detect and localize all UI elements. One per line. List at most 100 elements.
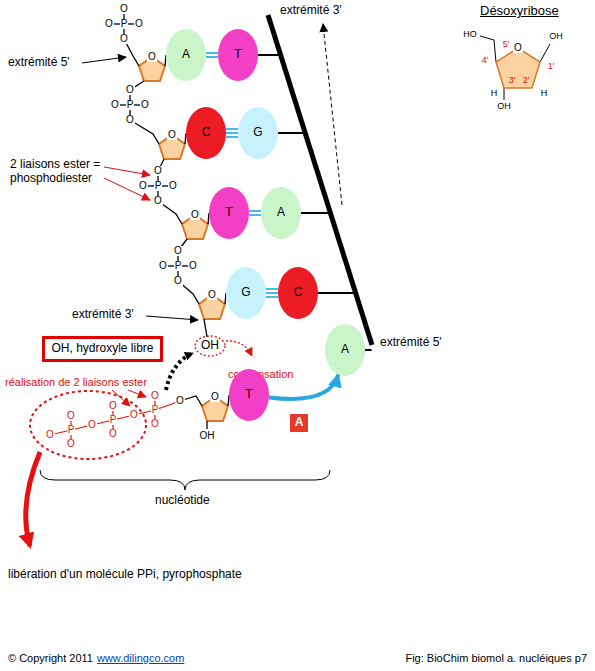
atom-symbol: O	[108, 429, 118, 439]
atom-symbol: O	[173, 276, 183, 286]
base-tick	[318, 292, 354, 294]
base-ellipse: C	[186, 107, 226, 159]
atom-symbol: 4'	[482, 55, 489, 65]
atom-symbol: O	[167, 130, 177, 140]
base-tick	[301, 212, 328, 214]
atom-symbol: O	[168, 181, 178, 191]
atom-symbol: OH	[497, 101, 511, 111]
atom-symbol: O	[150, 391, 160, 401]
base-ellipse: T	[218, 29, 258, 81]
atom-symbol: O	[138, 181, 148, 191]
node-text: A	[295, 416, 304, 430]
atom-symbol: O	[87, 420, 97, 430]
node-text: G	[241, 286, 250, 300]
base-ellipse: A	[325, 324, 365, 376]
node-text: T	[234, 48, 241, 62]
hydroxyl-box: OH, hydroxyle libre	[42, 336, 163, 362]
atom-symbol: O	[150, 419, 160, 429]
ellipse-fill	[166, 29, 206, 81]
base-tick	[278, 132, 303, 134]
atom-symbol: O	[104, 19, 114, 29]
ellipse-fill	[229, 369, 269, 421]
atom-symbol: O	[119, 34, 129, 44]
glycosidic-bond	[208, 213, 209, 224]
node-text: G	[253, 126, 262, 140]
nucleotide-brace	[40, 470, 330, 490]
atom-symbol: O	[207, 290, 217, 300]
atom-symbol: P	[109, 415, 118, 425]
atom-symbol: O	[153, 166, 163, 176]
release-arrow	[26, 452, 40, 546]
annotation-label: réalisation de 2 liaisons ester	[5, 376, 147, 389]
bond-line	[266, 288, 278, 290]
atom-symbol: H	[541, 88, 548, 98]
base-ellipse: A	[261, 187, 301, 239]
atom-symbol: O	[147, 52, 157, 62]
atom-symbol: P	[126, 100, 135, 110]
node-text: A	[277, 206, 285, 220]
base-tick	[258, 54, 279, 56]
atom-symbol: O	[210, 392, 220, 402]
inset-bond	[504, 88, 505, 100]
node-text: T	[225, 206, 232, 220]
atom-symbol: 3'	[509, 75, 516, 85]
atom-symbol: O	[125, 85, 135, 95]
node-text: A	[182, 48, 190, 62]
atom-symbol: O	[153, 196, 163, 206]
atom-symbol: H	[491, 88, 498, 98]
atom-symbol: O	[173, 246, 183, 256]
annotation-label: © Copyright 2011	[8, 652, 93, 665]
base-ellipse: C	[278, 267, 318, 319]
atom-symbol: O	[66, 411, 76, 421]
atom-symbol: O	[129, 410, 139, 420]
annotation-label: Désoxyribose	[480, 4, 559, 19]
leader-line	[146, 316, 198, 320]
ellipse-fill	[218, 29, 258, 81]
annotation-label: nucléotide	[155, 494, 210, 508]
atom-symbol: OH	[549, 31, 563, 41]
atom-symbol: O	[110, 100, 120, 110]
atom-symbol: P	[67, 425, 76, 435]
annotation-label: extrémité 5'	[380, 336, 442, 350]
ester-bond	[204, 319, 207, 337]
atom-symbol: O	[190, 210, 200, 220]
annotation-label: OH	[200, 430, 215, 442]
node-text: C	[202, 126, 211, 140]
leader-line	[82, 57, 126, 63]
hydroxyl-circle	[195, 336, 225, 356]
base-ellipse: T	[209, 187, 249, 239]
atom-symbol: P	[174, 261, 183, 271]
atom-symbol: O	[158, 261, 168, 271]
annotation-label: libération d'un molécule PPi, pyrophosph…	[8, 568, 242, 582]
bond-line	[249, 214, 261, 216]
base-ellipse: G	[238, 107, 278, 159]
bond-line	[266, 292, 278, 294]
hydrogen-bond	[226, 129, 238, 137]
hydrogen-bond	[249, 211, 261, 215]
bond-line	[249, 210, 261, 212]
annotation-label: 2 liaisons ester = phosphodiester	[10, 158, 106, 186]
bond-line	[206, 52, 218, 54]
bond-line	[206, 56, 218, 58]
ellipse-fill	[278, 267, 318, 319]
base-ellipse: T	[229, 369, 269, 421]
atom-symbol: O	[175, 396, 185, 406]
condensation-arrow	[226, 341, 252, 356]
atom-symbol: O	[119, 4, 129, 14]
ellipse-fill	[226, 267, 266, 319]
glycosidic-bond	[185, 133, 186, 144]
template-strand	[268, 15, 372, 345]
annotation-label: extrémité 3'	[72, 308, 134, 322]
ellipse-fill	[209, 187, 249, 239]
atom-symbol: O	[108, 401, 118, 411]
attack-arrow	[166, 353, 193, 390]
pyrophosphate-outline	[30, 391, 146, 459]
base-tick	[365, 349, 372, 351]
bond-line	[266, 296, 278, 298]
atom-symbol: 5'	[503, 39, 510, 49]
atom-symbol: P	[151, 405, 160, 415]
deoxyribose-ring	[496, 48, 540, 88]
ellipse-fill	[238, 107, 278, 159]
bond-line	[226, 132, 238, 134]
